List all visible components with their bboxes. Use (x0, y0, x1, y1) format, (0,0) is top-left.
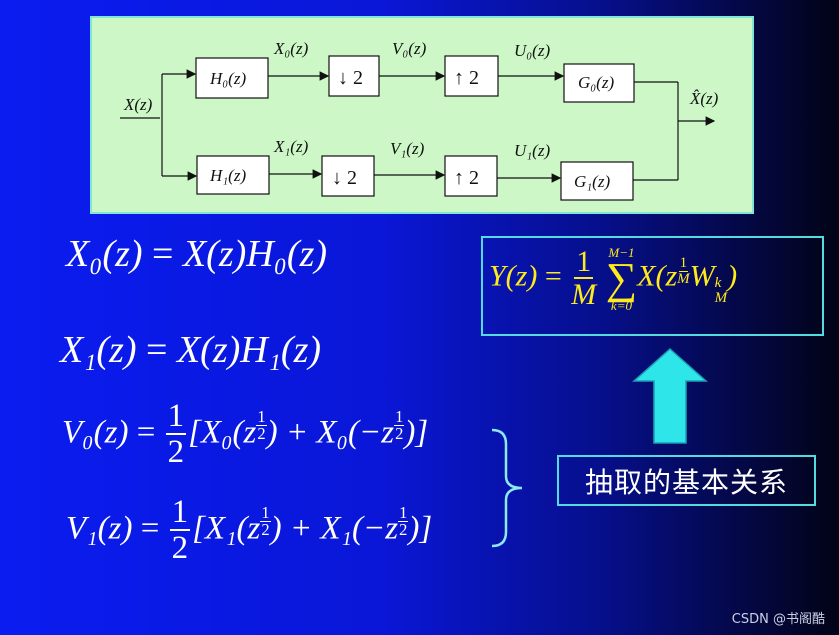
g0-block (563, 63, 635, 103)
output-label: X̂(z) (689, 89, 719, 108)
equation-v0-open: [X₀(z (188, 414, 257, 451)
sum-lower-limit: k=0 (610, 297, 632, 313)
u0-label: U₀(z) (514, 41, 550, 60)
equation-v1-coef-den: 2 (171, 530, 189, 566)
equation-v1-mid: ) + X₁(−z (270, 510, 399, 547)
equation-v0-eq: = (136, 414, 156, 451)
equation-v0-lhs: V₀(z) (62, 414, 129, 451)
formula-lhs: Y(z) (489, 259, 538, 293)
formula-coef: 1 M (571, 247, 596, 311)
decimator-lower-label: ↓ 2 (332, 167, 357, 189)
sum-symbol: ∑ (605, 254, 638, 303)
equation-v1-exp1-num: 1 (260, 502, 271, 523)
equation-x0-eq: = (152, 233, 174, 275)
equation-v1-exp1-den: 2 (261, 520, 270, 540)
diagram-svg: X(z) H₀(z) X₀(z) ↓ 2 V₀(z) ↑ 2 U₀(z) G₀(… (120, 39, 719, 201)
equation-v1-coef-num: 1 (169, 494, 191, 531)
formula-w-sub: M (714, 290, 728, 307)
equation-v0-coef: 1 2 (165, 398, 187, 470)
equation-v1-exp2-num: 1 (398, 502, 409, 523)
h0-label: H₀(z) (209, 69, 246, 88)
equation-v0-coef-num: 1 (165, 398, 187, 435)
sum-upper-limit: M−1 (608, 245, 635, 260)
v0-label: V₀(z) (392, 39, 427, 58)
equation-x1: X₁(z) = X(z)H₁(z) (60, 328, 321, 372)
x1-label: X₁(z) (273, 137, 309, 156)
decimator-upper-label: ↓ 2 (338, 67, 363, 89)
v1-label: V₁(z) (390, 139, 425, 158)
equation-v0-exp1-num: 1 (256, 406, 267, 427)
h0-block (195, 57, 269, 99)
equation-v0-exp2-den: 2 (395, 424, 404, 444)
expander-lower-label: ↑ 2 (454, 167, 479, 189)
expander-lower-block (444, 155, 498, 197)
expander-upper-label: ↑ 2 (454, 67, 479, 89)
equation-v0-exp1-den: 2 (257, 424, 266, 444)
equation-v1-coef: 1 2 (169, 494, 191, 566)
formula-exp-num: 1 (678, 254, 689, 272)
equation-x0-rhs: X(z)H₀(z) (182, 233, 328, 275)
equation-v0-exp2-num: 1 (394, 406, 405, 427)
equation-v1-close: )] (408, 510, 433, 547)
x0-label: X₀(z) (273, 39, 309, 58)
equation-x1-rhs: X(z)H₁(z) (176, 329, 322, 371)
equation-x1-lhs: X₁(z) (60, 329, 137, 371)
equation-v0-coef-den: 2 (167, 434, 185, 470)
equation-x1-eq: = (146, 329, 168, 371)
formula-coef-den: M (571, 278, 597, 312)
decimator-lower-block (321, 155, 375, 197)
caption-text: 抽取的基本关系 (584, 465, 788, 499)
formula-coef-num: 1 (574, 245, 594, 280)
equation-v1-exp2-den: 2 (399, 520, 408, 540)
formula-term-open: X(z (637, 259, 678, 293)
filter-bank-diagram: X(z) H₀(z) X₀(z) ↓ 2 V₀(z) ↑ 2 U₀(z) G₀(… (90, 16, 754, 214)
formula-eq: = (544, 259, 562, 293)
watermark: CSDN @书阁酷 (731, 612, 825, 627)
input-label: X(z) (123, 95, 153, 114)
u1-label: U₁(z) (514, 141, 550, 160)
h1-block (196, 155, 270, 195)
equation-v1-lhs: V₁(z) (66, 510, 133, 547)
equation-v1-eq: = (140, 510, 160, 547)
equation-x0-lhs: X₀(z) (66, 233, 143, 275)
equation-v1-open: [X₁(z (192, 510, 261, 547)
formula-term-close: ) (727, 259, 738, 293)
equation-v0-mid: ) + X₀(−z (266, 414, 395, 451)
summation: M−1 ∑ k=0 (606, 246, 637, 312)
up-arrow-icon (632, 347, 708, 444)
formula-w-sup: k (714, 275, 722, 292)
formula-exp-den: M (677, 270, 690, 287)
equation-x0: X₀(z) = X(z)H₀(z) (66, 232, 327, 276)
g1-block (560, 161, 634, 201)
caption-box: 抽取的基本关系 (557, 455, 816, 506)
formula-w: W (689, 259, 715, 293)
equation-v0-close: )] (404, 414, 429, 451)
g0-label: G₀(z) (578, 73, 614, 92)
g1-label: G₁(z) (574, 172, 610, 191)
h1-label: H₁(z) (209, 166, 246, 185)
right-brace (491, 428, 523, 548)
